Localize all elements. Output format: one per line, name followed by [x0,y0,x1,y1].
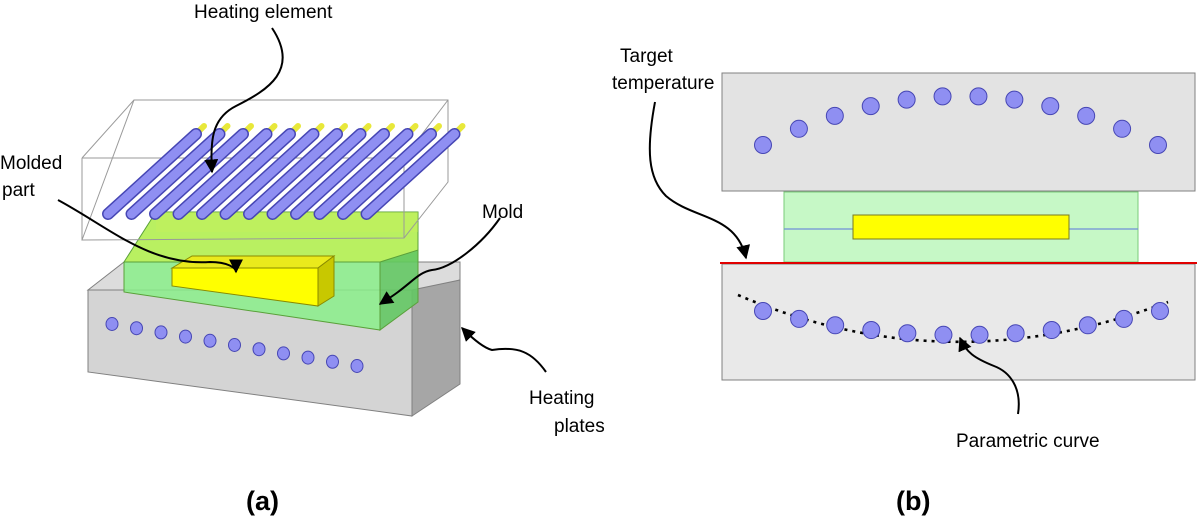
heater-rod [266,123,372,220]
heater-rod [360,123,466,220]
bottom-heater [790,309,809,328]
heating-plates-arrow [461,327,547,373]
bottom-heater [826,316,845,335]
target-temperature-label-line2: temperature [612,73,715,94]
heater-rod [125,123,231,220]
top-heater [825,106,844,125]
bottom-heater [898,324,917,343]
plate-hole [130,321,143,336]
top-heater [1149,136,1167,154]
part-side-face [317,255,335,307]
heating-element-arrow [204,27,284,174]
molded-part-label-line1: Molded [0,153,63,174]
mold-label: Mold [482,202,524,223]
parametric-curve [737,293,1169,344]
heater-rod [313,123,419,220]
mold-arrow [378,217,501,305]
top-heater [789,119,808,138]
plate-hole [301,350,315,365]
plate-hole [105,317,119,331]
molded-part-arrow [57,199,243,274]
plate-hole [326,354,339,369]
panel-b-arrows [648,101,1020,415]
mold-upper-band [156,212,418,232]
heater-rod [290,123,395,220]
molded-part-block [170,255,336,307]
bottom-heater [1078,316,1097,335]
panel-a-diagram [57,27,547,417]
bottom-heater [1114,309,1133,328]
target-temperature-arrow [648,101,751,260]
panel-b-diagram [648,72,1197,415]
heater-rod [219,123,325,220]
top-heaters [754,87,1167,154]
heating-plates-label-line1: Heating [529,388,595,409]
bottom-heater [1042,321,1061,340]
top-heater [969,87,988,106]
heating-plates-label-line2: plates [554,416,605,437]
plate-holes [105,317,364,373]
plate-hole [228,338,241,352]
plate-hole [154,325,168,340]
heater-rod [172,123,278,220]
top-heater [1077,106,1096,125]
bottom-heaters [754,302,1169,344]
plate-hole [252,342,266,357]
bottom-heater [934,325,953,344]
top-heater [861,97,880,116]
target-temperature-label-line1: Target [620,46,673,67]
parametric-curve-arrow [958,336,1020,415]
heater-rod [196,123,301,220]
bottom-heater [970,325,989,344]
heater-rods [102,123,466,220]
top-heater [897,90,916,109]
bottom-heater [862,321,881,340]
top-heater [1005,90,1024,109]
bottom-heater [1151,302,1169,320]
heater-rod [149,123,254,220]
top-heater [1113,119,1132,138]
molded-part-section [852,214,1070,240]
plate-hole [203,333,217,348]
plate-hole [350,359,364,373]
plate-side-face [411,279,461,417]
bottom-heater [1006,324,1025,343]
molded-part-label-line2: part [2,180,35,201]
parametric-curve-label: Parametric curve [956,431,1100,452]
heater-rod [102,123,207,220]
heating-element-label: Heating element [194,2,333,23]
top-heater [1041,97,1060,116]
heater-rod [337,123,442,220]
panel-a-arrows [57,27,547,373]
bottom-heater [754,302,772,320]
top-heater [933,87,952,106]
plate-hole [179,329,192,344]
heater-rod [243,123,348,220]
panel-b-caption: (b) [896,486,931,516]
top-heater [754,136,772,154]
plate-hole [277,346,290,361]
panel-a-caption: (a) [246,486,279,516]
